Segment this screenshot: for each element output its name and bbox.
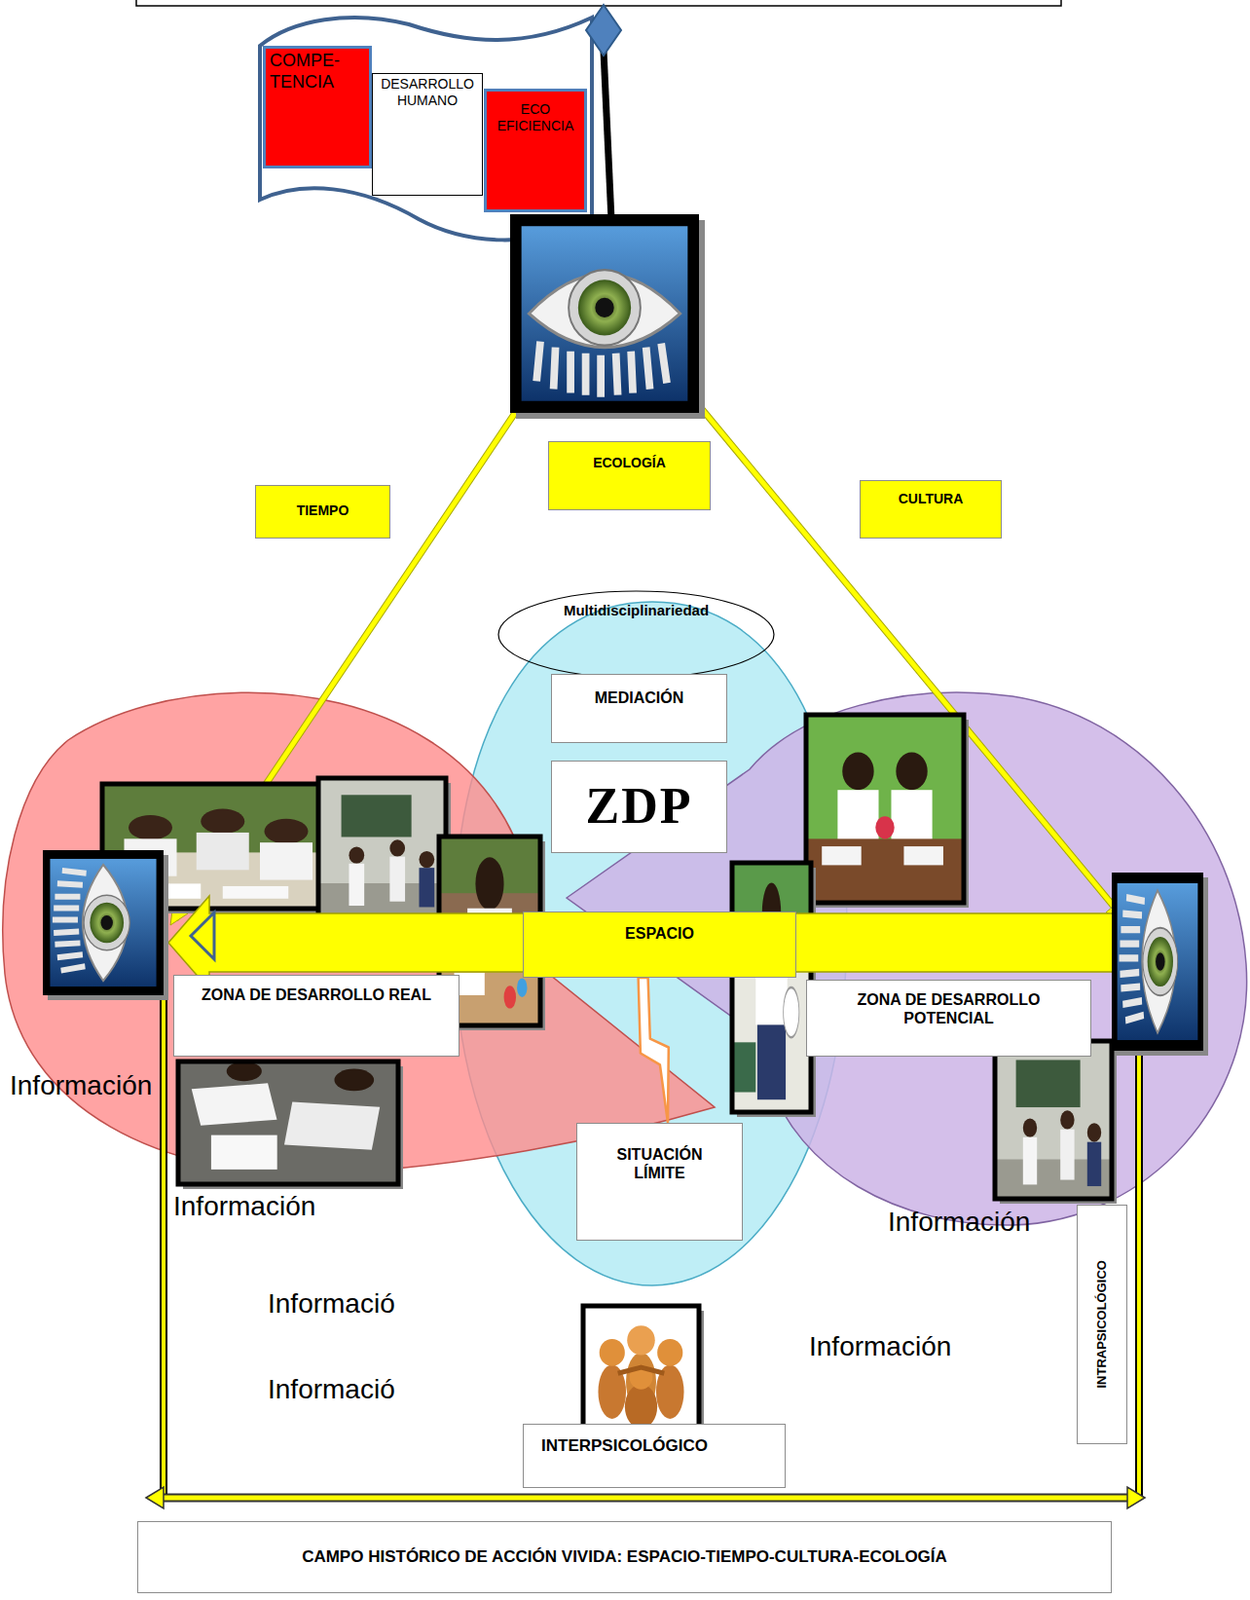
zone-box: ZONA DE DESARROLLO POTENCIAL — [806, 979, 1092, 1057]
node-text: ECOLOGÍA — [592, 454, 666, 472]
info-label: Informació — [267, 1372, 396, 1406]
zone-box: ZONA DE DESARROLLO REAL — [173, 974, 460, 1057]
ellipse-shape — [498, 590, 774, 678]
eye-icon — [46, 853, 161, 991]
vertical-line — [1137, 1048, 1141, 1500]
label-box: TIEMPO — [255, 484, 391, 539]
info-label: Información — [173, 1189, 316, 1223]
flag-pole — [603, 50, 612, 221]
top-frame — [136, 0, 1062, 6]
vertical-line — [159, 992, 168, 1498]
node-text: SITUACIÓN LÍMITE — [594, 1144, 725, 1182]
node-text: ZDP — [586, 775, 694, 837]
node-text: ECO EFICIENCIA — [489, 101, 582, 135]
flag-stripe: ECO EFICIENCIA — [483, 88, 588, 213]
yellow-line — [697, 403, 1120, 914]
bottom-arrow — [157, 1495, 1133, 1501]
bottom-arrowhead — [146, 1486, 164, 1508]
photo — [318, 777, 451, 923]
vertical-line — [161, 992, 166, 1498]
node-text: Multidisciplinariedad — [563, 601, 709, 620]
label-box: CULTURA — [859, 479, 1002, 539]
bottom-arrowhead — [1127, 1486, 1145, 1508]
yellow-line — [697, 403, 1120, 914]
flag-stripe: COMPE- TENCIA — [262, 45, 372, 169]
node-text: INTRAPSICOLÓGICO — [1094, 1259, 1110, 1388]
photo — [178, 1061, 404, 1189]
node-text: TIEMPO — [296, 502, 350, 519]
node-text: DESARROLLO HUMANO — [375, 75, 479, 110]
process-box: MEDIACIÓN — [551, 673, 728, 743]
vertical-label-box: INTRAPSICOLÓGICO — [1076, 1204, 1128, 1444]
node-text: INTERPSICOLÓGICO — [541, 1435, 708, 1456]
photo — [732, 862, 816, 1117]
ellipse-node: Multidisciplinariedad — [497, 589, 775, 679]
lightning-connector — [638, 977, 669, 1123]
small-arrowhead — [190, 912, 215, 959]
eye-icon — [1114, 877, 1201, 1045]
node-text: ZONA DE DESARROLLO POTENCIAL — [834, 990, 1064, 1028]
node-text: COMPE- TENCIA — [269, 50, 366, 93]
caption-box: CAMPO HISTÓRICO DE ACCIÓN VIVIDA: ESPACI… — [137, 1520, 1112, 1593]
process-box: INTERPSICOLÓGICO — [522, 1423, 786, 1488]
node-text: MEDIACIÓN — [594, 688, 685, 707]
flag-stripe: DESARROLLO HUMANO — [371, 73, 483, 196]
photo — [806, 714, 969, 908]
node-text: CULTURA — [898, 490, 964, 508]
group-picture — [583, 1305, 704, 1434]
node-text: ZONA DE DESARROLLO REAL — [201, 985, 432, 1004]
label-box: ECOLOGÍA — [548, 441, 711, 511]
process-box: SITUACIÓN LÍMITE — [576, 1122, 743, 1241]
caption-text: CAMPO HISTÓRICO DE ACCIÓN VIVIDA: ESPACI… — [301, 1546, 948, 1567]
band-label: ESPACIO — [522, 911, 797, 978]
info-label: Informació — [267, 1286, 396, 1321]
flag-cloth — [259, 17, 592, 240]
eye-shadow — [515, 220, 705, 419]
bottom-arrow — [157, 1493, 1133, 1503]
vertical-line — [1135, 1048, 1143, 1500]
node-text: ESPACIO — [625, 923, 695, 943]
lightning-bolt — [638, 977, 669, 1123]
info-label: Información — [887, 1205, 1030, 1239]
process-box: ZDP — [551, 760, 728, 853]
info-label: Información — [808, 1329, 952, 1363]
eye-icon — [515, 220, 694, 407]
photo — [994, 1040, 1117, 1204]
info-label: Información — [9, 1068, 152, 1103]
pole-diamond — [586, 4, 622, 56]
